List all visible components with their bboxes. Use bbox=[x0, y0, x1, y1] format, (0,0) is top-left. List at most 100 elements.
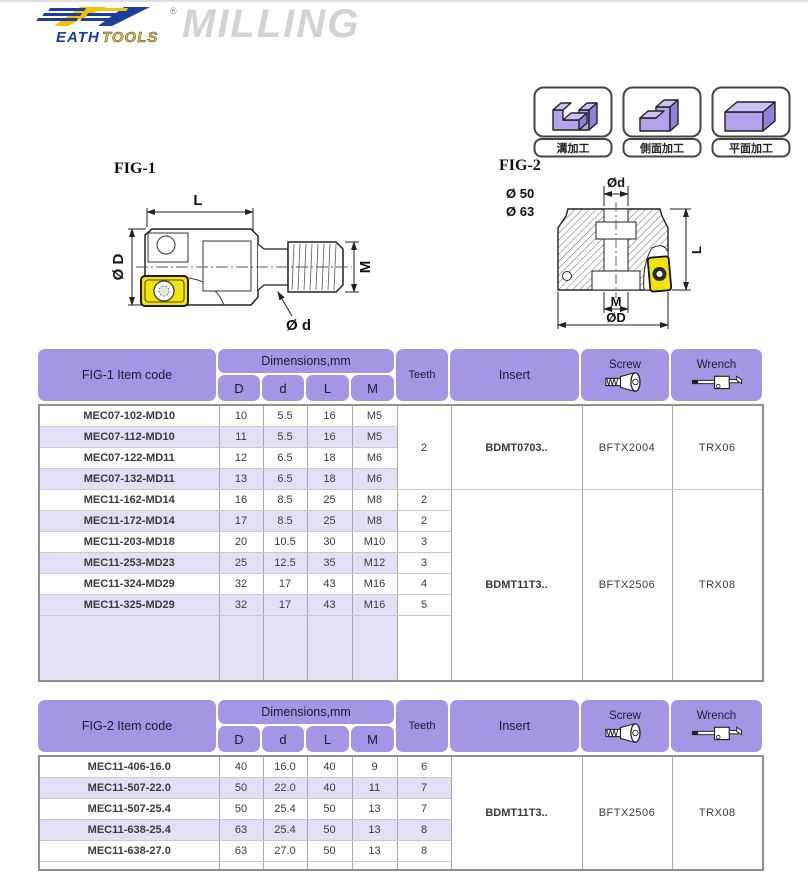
dim-L-cell: 50 bbox=[306, 840, 353, 862]
dim-d-cell: 6.5 bbox=[262, 468, 308, 490]
dim-d-cell: 17 bbox=[262, 573, 308, 595]
fig2-dim-L: L bbox=[689, 246, 704, 254]
fig1-dim-Od: Ø d bbox=[286, 317, 311, 334]
dim-d-cell: 22.0 bbox=[262, 777, 308, 799]
filler-row bbox=[38, 615, 763, 682]
item-code-cell: MEC11-507-25.4 bbox=[38, 798, 220, 820]
col-header-M: M bbox=[351, 375, 394, 401]
screw-icon bbox=[605, 722, 641, 743]
dim-M-cell: M6 bbox=[351, 447, 398, 469]
dim-M-cell: 13 bbox=[351, 819, 398, 841]
brand-logo: EATH TOOLS ® bbox=[36, 6, 177, 46]
col-header-insert: Insert bbox=[450, 700, 579, 752]
col-header-D: D bbox=[218, 726, 260, 752]
col-header-dimensions: Dimensions,mm bbox=[218, 700, 394, 724]
item-code-cell: MEC11-507-22.0 bbox=[38, 777, 220, 799]
fig2-size-63: Ø 63 bbox=[506, 204, 534, 219]
teeth-cell: 6 bbox=[396, 755, 452, 778]
fig1-insert bbox=[140, 275, 189, 307]
screw-label: Screw bbox=[609, 709, 641, 722]
item-code-cell: MEC11-162-MD14 bbox=[38, 489, 220, 511]
dim-D-cell bbox=[218, 615, 264, 682]
dim-L-cell: 16 bbox=[306, 404, 353, 427]
item-code-cell: MEC11-325-MD29 bbox=[38, 594, 220, 616]
item-code-cell: MEC11-172-MD14 bbox=[38, 510, 220, 532]
screw-cell: BFTX2506 bbox=[581, 755, 673, 871]
item-code-cell bbox=[38, 615, 220, 682]
face-machining-label: 平面加工 bbox=[729, 141, 773, 155]
teeth-cell: 2 bbox=[396, 489, 452, 511]
dim-d-cell bbox=[262, 615, 308, 682]
item-code-cell: MEC07-132-MD11 bbox=[38, 468, 220, 490]
dim-M-cell: M10 bbox=[351, 531, 398, 553]
col-header-wrench: Wrench bbox=[671, 700, 762, 752]
dim-D-cell: 32 bbox=[218, 594, 264, 616]
dim-d-cell: 25.4 bbox=[262, 798, 308, 820]
fig2-dim-Od: Ød bbox=[607, 175, 625, 190]
dim-M-cell: M16 bbox=[351, 573, 398, 595]
dim-d-cell: 16.0 bbox=[262, 755, 308, 778]
dim-L-cell: 25 bbox=[306, 489, 353, 511]
fig1-dim-L: L bbox=[193, 192, 202, 209]
dim-M-cell: M16 bbox=[351, 594, 398, 616]
screw-label: Screw bbox=[609, 358, 641, 371]
dim-d-cell: 17 bbox=[262, 594, 308, 616]
teeth-cell: 3 bbox=[396, 531, 452, 553]
teeth-cell bbox=[396, 861, 452, 871]
item-code-cell: MEC07-112-MD10 bbox=[38, 426, 220, 448]
dim-D-cell: 13 bbox=[218, 468, 264, 490]
brand-name-part1: EATH bbox=[56, 29, 100, 46]
fig1-label: FIG-1 bbox=[114, 160, 156, 177]
item-code-cell: MEC07-122-MD11 bbox=[38, 447, 220, 469]
wrench-icon bbox=[691, 726, 742, 741]
screw-cell: BFTX2506 bbox=[581, 489, 673, 682]
dim-L-cell: 50 bbox=[306, 819, 353, 841]
dim-L-cell: 18 bbox=[306, 468, 353, 490]
fig2-dim-OD: ØD bbox=[606, 310, 626, 325]
dim-d-cell: 8.5 bbox=[262, 489, 308, 511]
col-header-L: L bbox=[306, 375, 349, 401]
col-header-D: D bbox=[218, 375, 260, 401]
col-header-teeth: Teeth bbox=[396, 349, 448, 401]
fig1-dim-M: M bbox=[357, 261, 374, 274]
teeth-cell: 8 bbox=[396, 840, 452, 862]
wrench-icon bbox=[691, 375, 742, 390]
col-header-L: L bbox=[306, 726, 349, 752]
fig1-drawing: L Ø D M bbox=[110, 192, 374, 334]
teeth-cell bbox=[396, 615, 452, 682]
fig2-dim-M: M bbox=[611, 294, 622, 309]
wrench-cell: TRX06 bbox=[671, 404, 764, 490]
item-code-cell: MEC11-253-MD23 bbox=[38, 552, 220, 574]
dim-M-cell bbox=[351, 615, 398, 682]
col-header-M: M bbox=[351, 726, 394, 752]
dim-D-cell: 12 bbox=[218, 447, 264, 469]
teeth-cell: 7 bbox=[396, 798, 452, 820]
dim-M-cell: 13 bbox=[351, 798, 398, 820]
slot-machining-icon: 溝加工 bbox=[533, 86, 613, 158]
brand-name-part2: TOOLS bbox=[102, 29, 158, 46]
fig1-table-section: FIG-1 Item code Dimensions,mm D d L M Te… bbox=[38, 349, 764, 682]
dim-d-cell: 25.4 bbox=[262, 819, 308, 841]
dim-M-cell: M5 bbox=[351, 426, 398, 448]
dim-D-cell: 63 bbox=[218, 840, 264, 862]
dim-L-cell bbox=[306, 615, 353, 682]
fig2-table-header: FIG-2 Item code Dimensions,mm D d L M Te… bbox=[38, 700, 762, 752]
fig2-size-50: Ø 50 bbox=[506, 186, 534, 201]
dim-M-cell: M5 bbox=[351, 404, 398, 427]
insert-cell: BDMT11T3.. bbox=[450, 755, 583, 871]
slot-machining-label: 溝加工 bbox=[557, 141, 590, 155]
dim-M-cell bbox=[351, 861, 398, 871]
dim-M-cell: 9 bbox=[351, 755, 398, 778]
dim-L-cell: 40 bbox=[306, 777, 353, 799]
col-header-d: d bbox=[262, 726, 304, 752]
screw-cell: BFTX2004 bbox=[581, 404, 673, 490]
dim-L-cell: 30 bbox=[306, 531, 353, 553]
screw-icon bbox=[605, 371, 641, 392]
dim-D-cell: 63 bbox=[218, 819, 264, 841]
